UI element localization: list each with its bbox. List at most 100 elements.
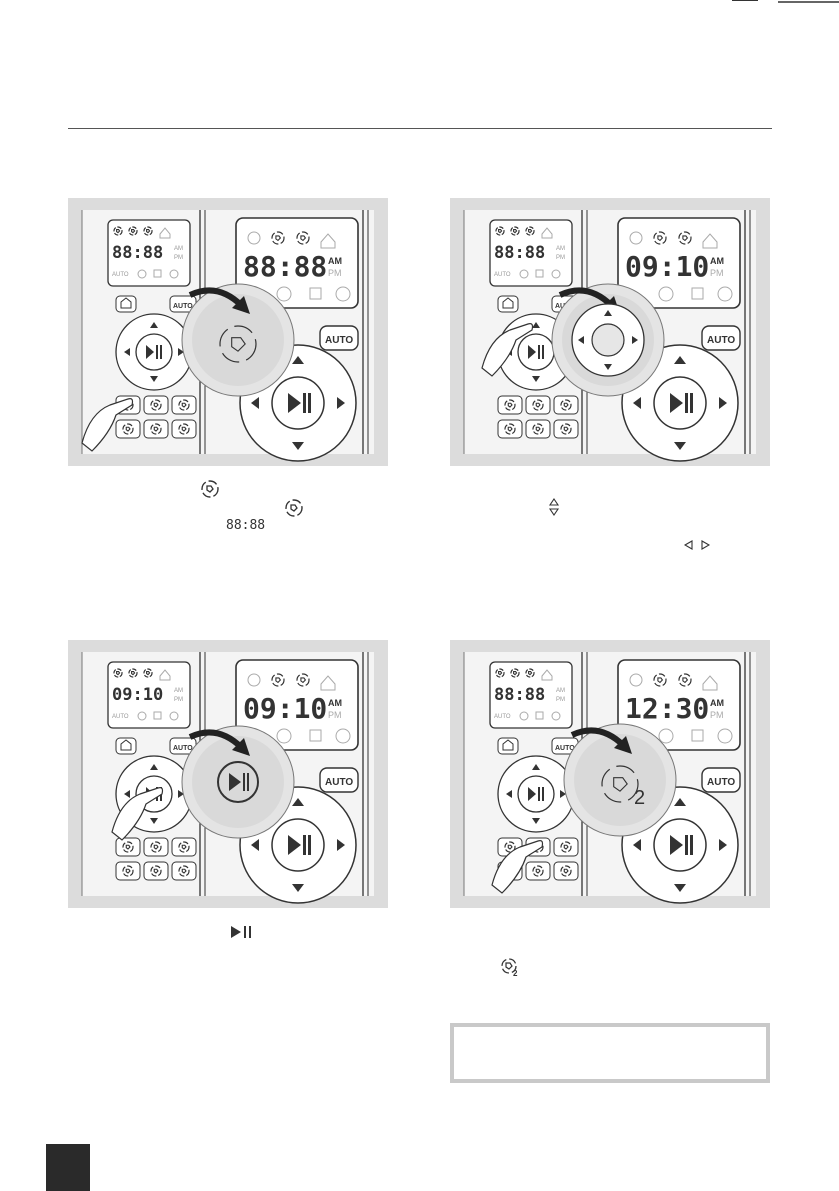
large-lcd-time: 09:10	[243, 692, 327, 725]
grid-button-icon	[532, 423, 544, 435]
pointing-hand	[481, 323, 534, 377]
svg-text:AUTO: AUTO	[325, 777, 353, 788]
zoom-clock-icon	[601, 765, 639, 803]
small-button-grid	[497, 395, 579, 439]
lcd-time-icon	[113, 668, 123, 678]
grid-button	[115, 419, 141, 439]
small-lcd-time: 88:88	[494, 243, 545, 263]
pointing-hand	[491, 840, 544, 894]
large-lcd-pm: PM	[328, 268, 342, 278]
large-lcd-am: AM	[328, 256, 342, 266]
grid-button	[143, 395, 169, 415]
grid-button	[553, 419, 579, 439]
small-lcd-auto: AUTO	[112, 714, 129, 720]
small-direction-pad	[497, 755, 575, 833]
auto-button-large: AUTO	[701, 767, 741, 793]
grid-button-icon	[504, 399, 516, 411]
auto-button-small: AUTO	[169, 737, 197, 755]
lcd-clock-icon	[510, 668, 520, 678]
large-lcd-am: AM	[710, 698, 724, 708]
large-lcd-time: 88:88	[243, 250, 327, 283]
zoom-clock2-label: 2	[634, 787, 645, 809]
small-lcd-pm: PM	[556, 255, 565, 261]
large-lcd-clock2-icon	[296, 673, 310, 687]
lcd-time-icon	[495, 226, 505, 236]
grid-button-icon	[560, 841, 572, 853]
auto-button-large: AUTO	[701, 325, 741, 351]
zoom-callout	[181, 283, 295, 397]
large-lcd-clock-icon	[653, 673, 667, 687]
grid-button	[525, 395, 551, 415]
grid-button	[171, 419, 197, 439]
grid-button	[553, 837, 579, 857]
grid-button	[143, 861, 169, 881]
small-lcd-time: 09:10	[112, 685, 163, 705]
home-button	[115, 737, 137, 755]
home-button	[497, 737, 519, 755]
pointing-hand	[81, 398, 134, 452]
play-pause-icon	[230, 925, 252, 944]
grid-button	[143, 419, 169, 439]
svg-text:AUTO: AUTO	[707, 777, 735, 788]
small-lcd-auto: AUTO	[494, 272, 511, 278]
small-lcd-auto: AUTO	[112, 272, 129, 278]
lcd-time-icon	[113, 226, 123, 236]
grid-button-icon	[178, 841, 190, 853]
grid-button-icon	[150, 423, 162, 435]
large-lcd-clock-icon	[271, 673, 285, 687]
grid-button-icon	[532, 865, 544, 877]
grid-button-icon	[560, 865, 572, 877]
lcd-clock-icon	[128, 668, 138, 678]
grid-button-icon	[178, 423, 190, 435]
small-lcd-am: AM	[174, 688, 183, 694]
auto-button-small: AUTO	[169, 295, 197, 313]
grid-button	[115, 837, 141, 857]
small-lcd-am: AM	[174, 246, 183, 252]
grid-button	[171, 837, 197, 857]
grid-button-icon	[150, 865, 162, 877]
large-lcd-time: 12:30	[625, 692, 709, 725]
grid-button-icon	[178, 399, 190, 411]
small-direction-pad	[115, 313, 193, 391]
large-lcd-clock2-icon	[678, 673, 692, 687]
large-lcd-am: AM	[710, 256, 724, 266]
zoom-callout	[181, 725, 295, 839]
grid-button-icon	[560, 423, 572, 435]
svg-text:AUTO: AUTO	[173, 303, 193, 310]
grid-button-icon	[122, 865, 134, 877]
header-rule	[68, 128, 772, 129]
grid-button	[115, 861, 141, 881]
svg-text:AUTO: AUTO	[555, 745, 575, 752]
small-lcd-pm: PM	[556, 697, 565, 703]
svg-text:AUTO: AUTO	[707, 335, 735, 346]
small-lcd: 09:10 AM PM AUTO	[107, 661, 191, 729]
grid-button-icon	[122, 841, 134, 853]
lcd-clock2-icon	[525, 226, 535, 236]
small-lcd-pm: PM	[174, 697, 183, 703]
svg-text:AUTO: AUTO	[325, 335, 353, 346]
zoom-clock-icon	[219, 325, 257, 363]
lcd-clock2-icon	[143, 226, 153, 236]
grid-button	[553, 861, 579, 881]
zoom-callout	[551, 283, 665, 397]
display-digits-icon: 88:88	[226, 516, 270, 537]
auto-button-large: AUTO	[319, 767, 359, 793]
up-down-arrows-icon	[548, 498, 560, 521]
large-lcd-clock2-icon	[678, 231, 692, 245]
lcd-clock2-icon	[143, 668, 153, 678]
grid-button	[171, 395, 197, 415]
page-number-tab	[46, 1144, 90, 1191]
large-lcd-am: AM	[328, 698, 342, 708]
lcd-clock-icon	[510, 226, 520, 236]
grid-button-icon	[560, 399, 572, 411]
grid-button-icon	[532, 399, 544, 411]
